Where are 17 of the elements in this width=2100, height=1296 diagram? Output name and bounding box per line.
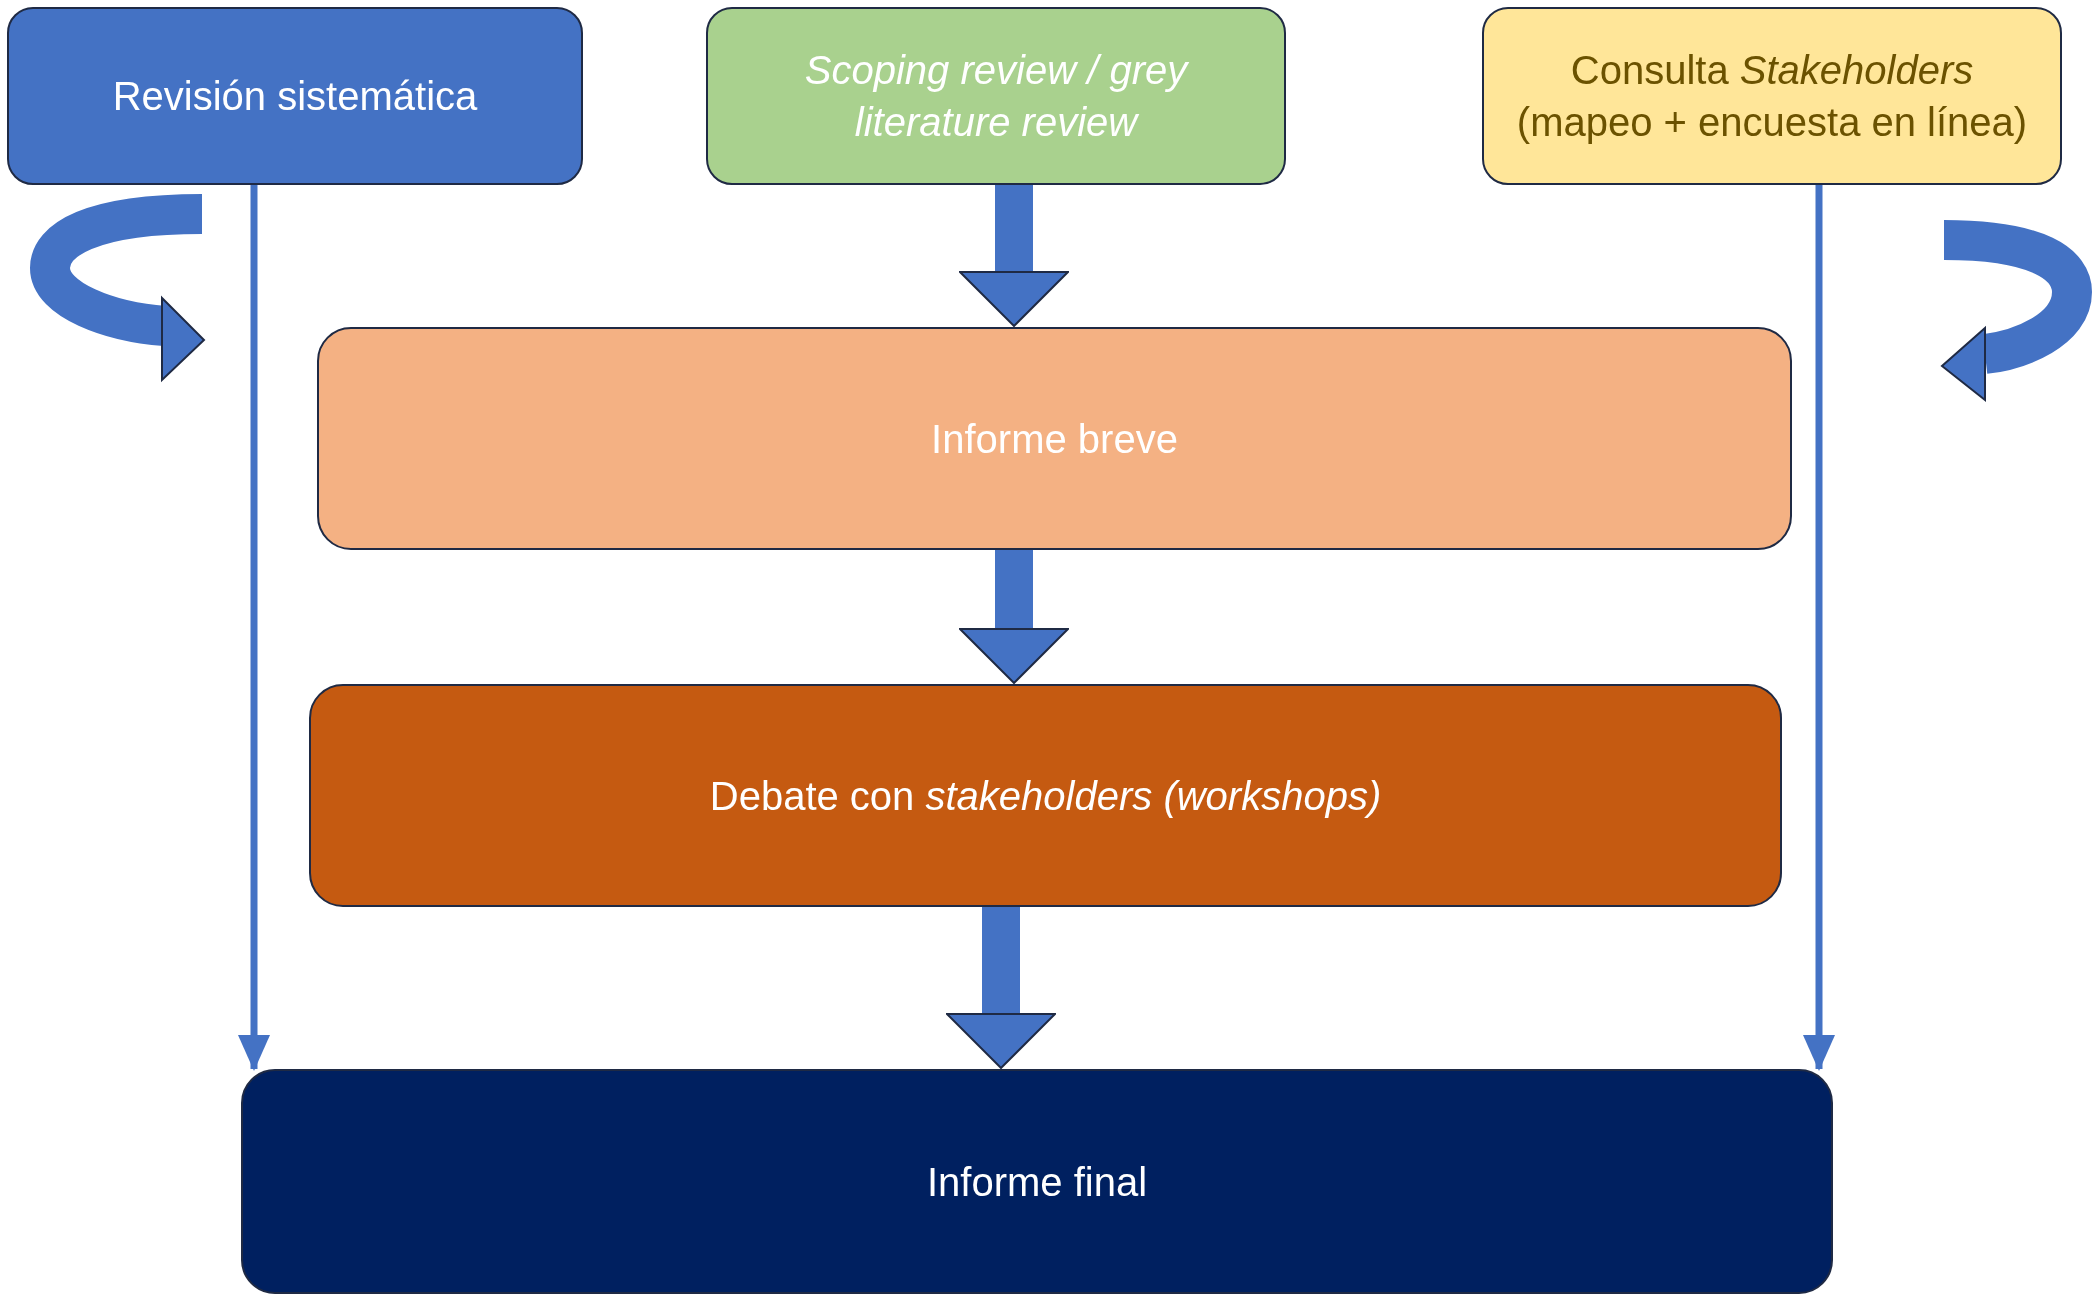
box-label: Consulta Stakeholders (mapeo + encuesta en línea) bbox=[1515, 47, 2029, 146]
process-box bbox=[706, 7, 1286, 185]
arrow bbox=[1803, 185, 1835, 1071]
box-label: Scoping review / grey literature review bbox=[803, 47, 1190, 146]
box-label: Informe breve bbox=[931, 415, 1178, 463]
block-arrow bbox=[959, 185, 1069, 327]
process-box bbox=[1482, 7, 2062, 185]
process-box bbox=[7, 7, 583, 185]
arrow bbox=[238, 185, 270, 1071]
block-arrow bbox=[959, 550, 1069, 684]
block-arrow bbox=[946, 907, 1056, 1069]
process-box bbox=[241, 1069, 1833, 1294]
process-box bbox=[309, 684, 1782, 907]
box-label: Informe final bbox=[926, 1158, 1148, 1206]
box-label: Revisión sistemática bbox=[112, 73, 478, 120]
box-label: Debate con stakeholders (workshops) bbox=[709, 772, 1382, 820]
process-box bbox=[317, 327, 1792, 550]
